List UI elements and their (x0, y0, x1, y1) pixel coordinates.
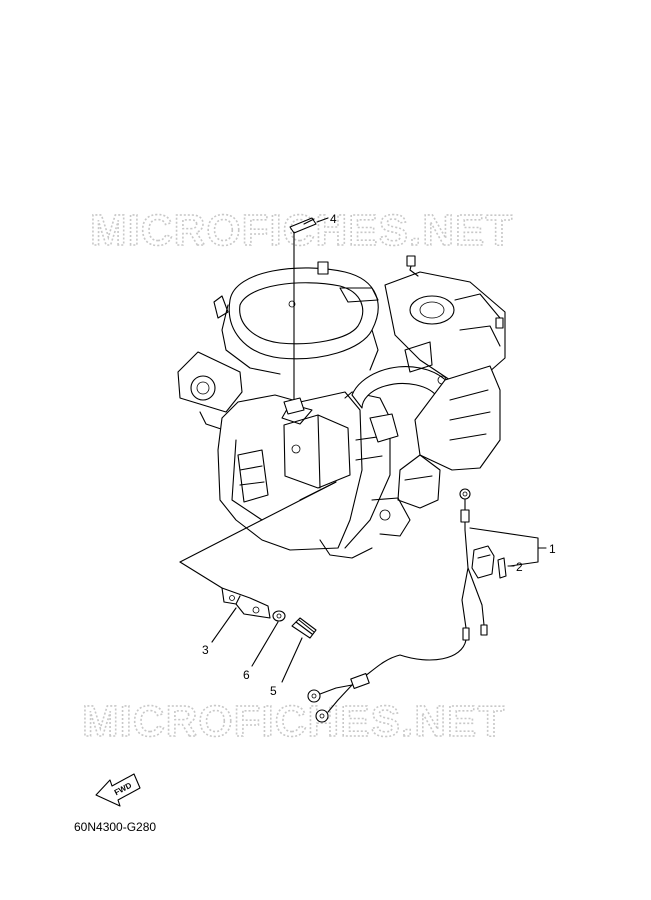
callout-5: 5 (270, 684, 277, 698)
leader-5 (281, 637, 303, 683)
watermark-top: MICROFICHES.NET (90, 206, 513, 255)
callout-2: 2 (516, 560, 523, 574)
part-1-wire-harness (307, 488, 488, 723)
part-5-bolt (291, 617, 317, 639)
engine-block (177, 255, 506, 559)
callout-4: 4 (330, 212, 337, 226)
plug-cap-installed (283, 397, 305, 415)
leader-4 (316, 217, 329, 223)
part-2-connector (471, 545, 507, 579)
callout-3: 3 (202, 643, 209, 657)
leader-3 (211, 607, 237, 643)
fwd-arrow-icon: FWD (95, 773, 141, 807)
leader-6 (251, 621, 279, 667)
part-4-plug-cap (289, 217, 317, 234)
leader-bracket-join (299, 481, 337, 501)
callout-1: 1 (549, 542, 556, 556)
part-3-bracket (221, 587, 271, 619)
part-6-washer (272, 610, 286, 622)
leader-bracket-lower (179, 561, 223, 589)
diagram-code: 60N4300-G280 (74, 820, 156, 834)
leader-1-bracket (469, 527, 539, 567)
callout-6: 6 (243, 668, 250, 682)
watermark-bottom: MICROFICHES.NET (82, 697, 505, 746)
